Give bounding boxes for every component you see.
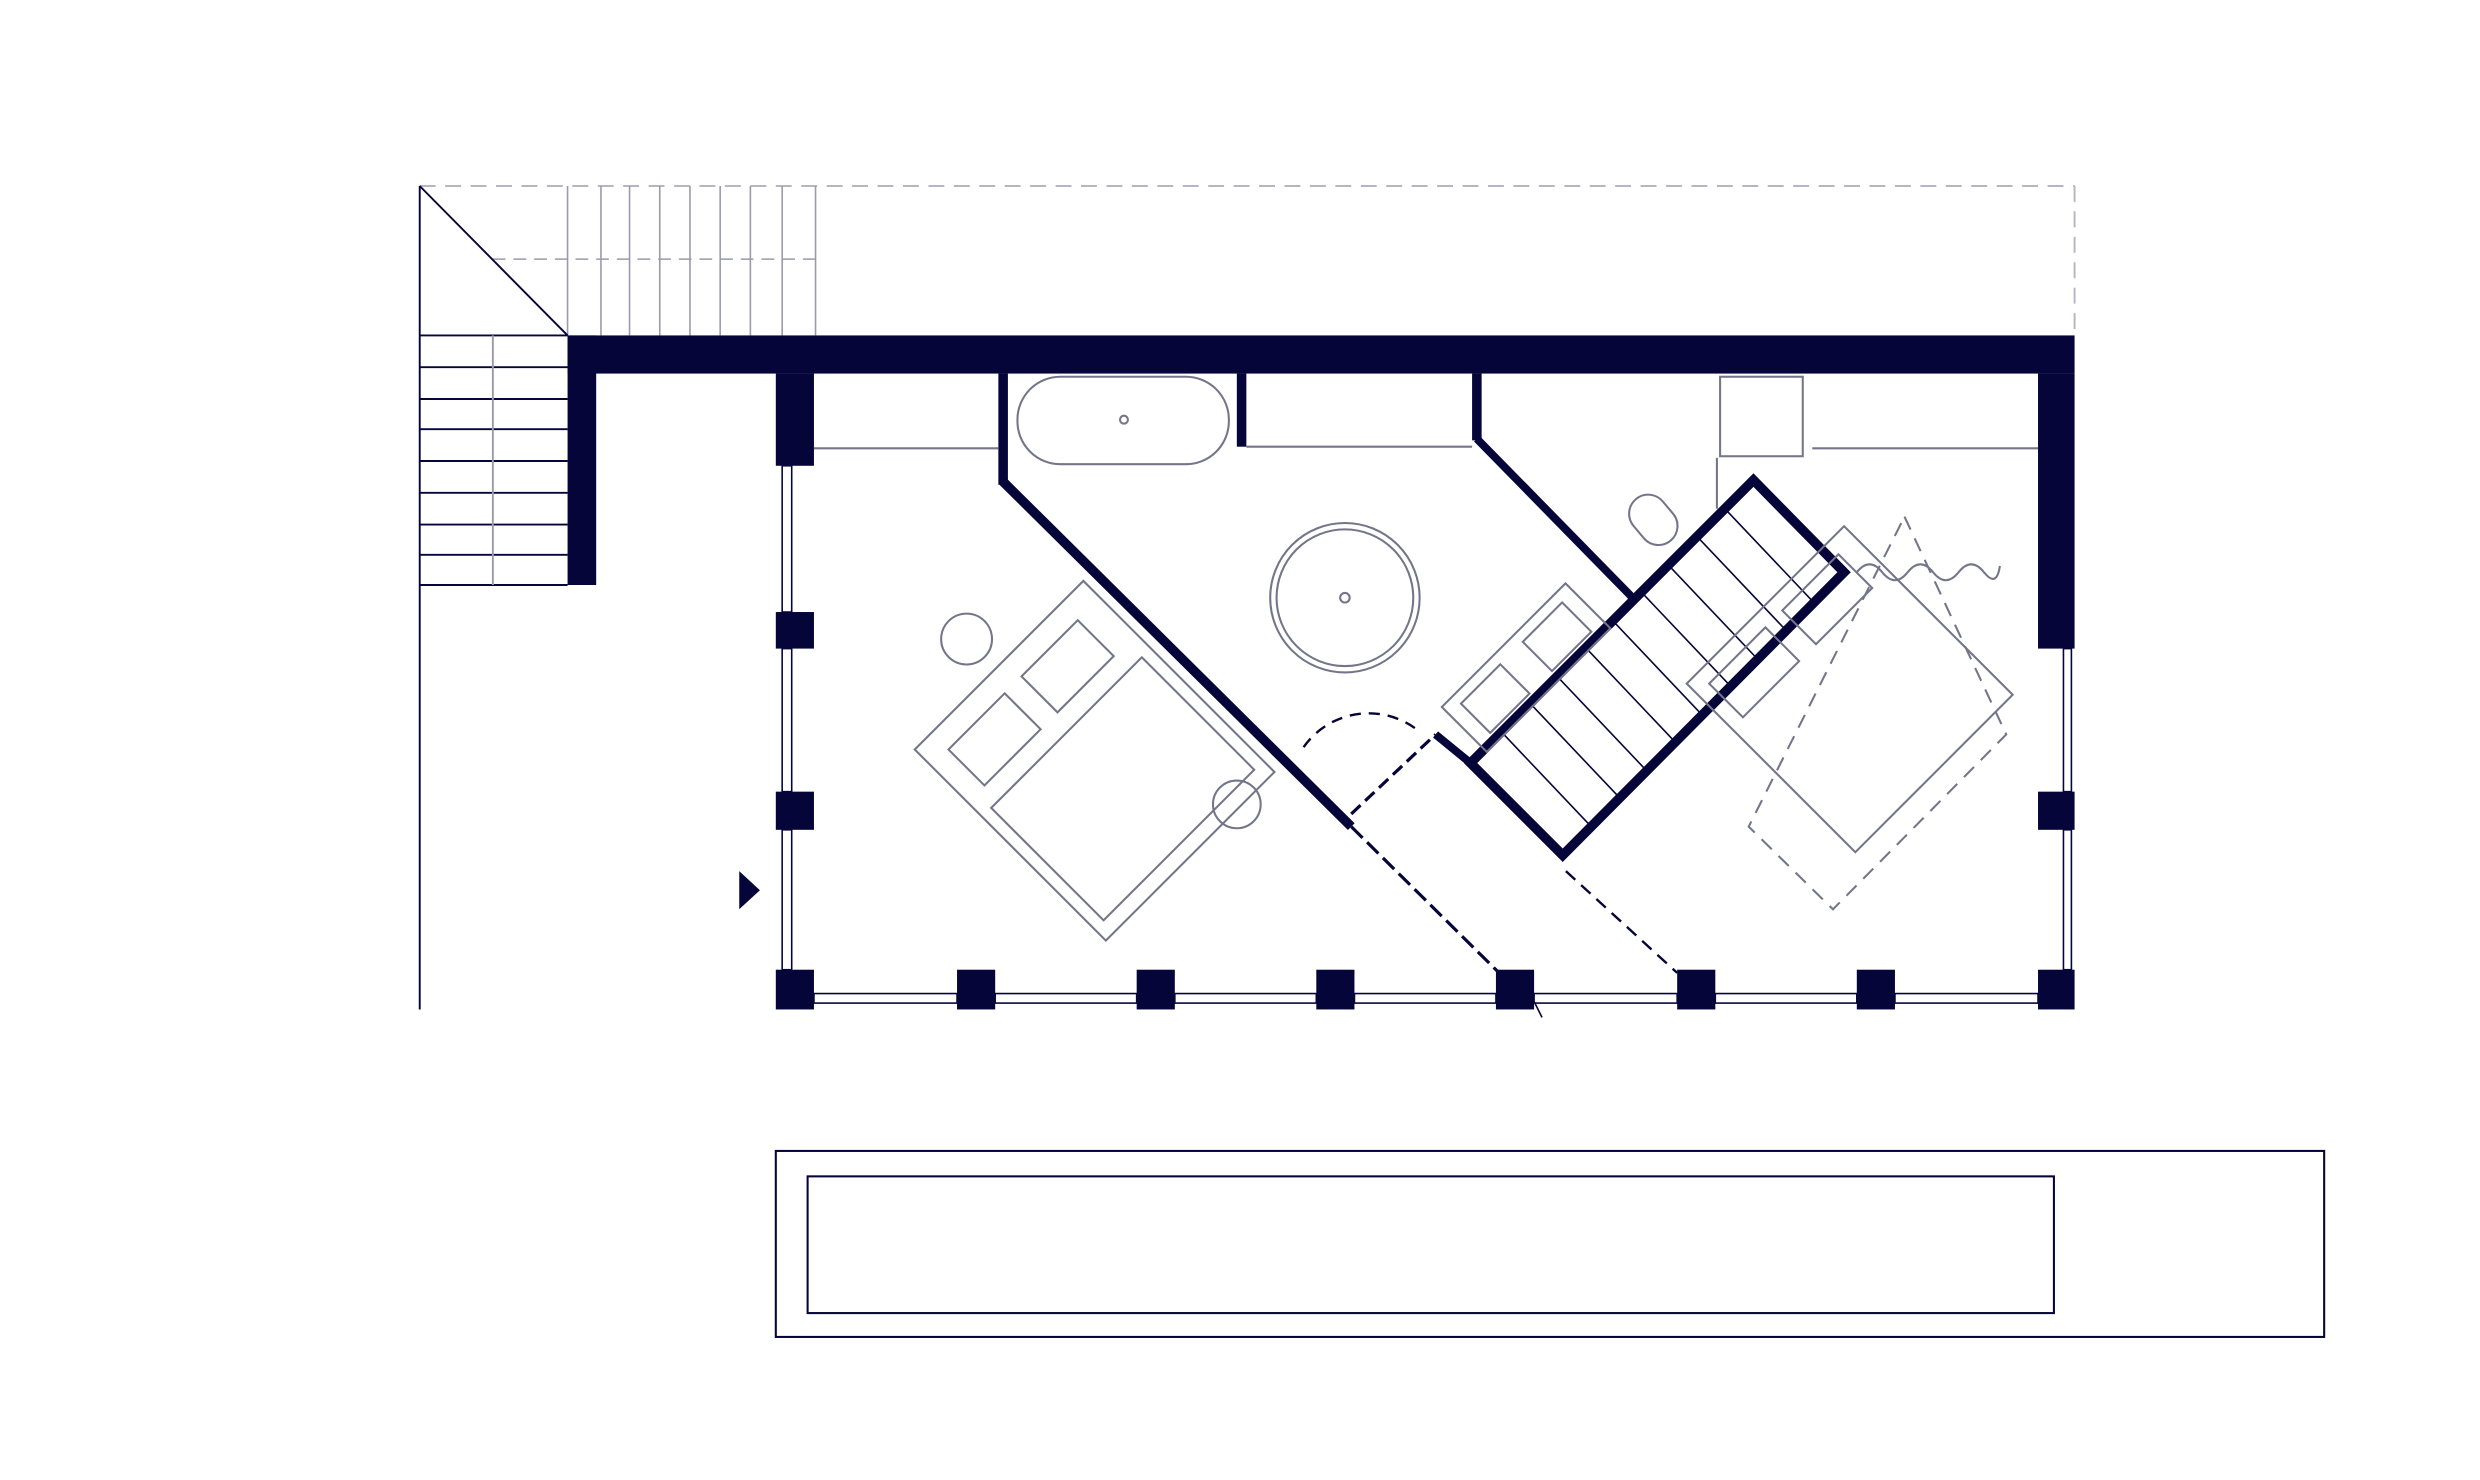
diagonal-partitions: [999, 435, 1851, 1018]
round-bath: [1269, 521, 1421, 674]
side-table: [940, 612, 994, 666]
upper-stair-treads: [492, 185, 817, 336]
stool: [1211, 779, 1262, 830]
washer: [1719, 375, 1804, 458]
furniture: [813, 375, 2039, 943]
vanity: [1440, 581, 1612, 754]
window-glazing: [781, 464, 2073, 1004]
toilet: [1628, 493, 1679, 547]
walls: [567, 335, 2075, 1010]
bed-left: [913, 579, 1276, 943]
upper-level-outline: [419, 185, 2076, 336]
bathtub: [1016, 375, 1230, 466]
stair-treads: [1501, 508, 1813, 826]
section-frames: [774, 1149, 2326, 1338]
bed-right: [1685, 524, 2015, 854]
exterior-stair: [418, 185, 569, 1010]
entry-arrow-icon: [739, 871, 760, 910]
